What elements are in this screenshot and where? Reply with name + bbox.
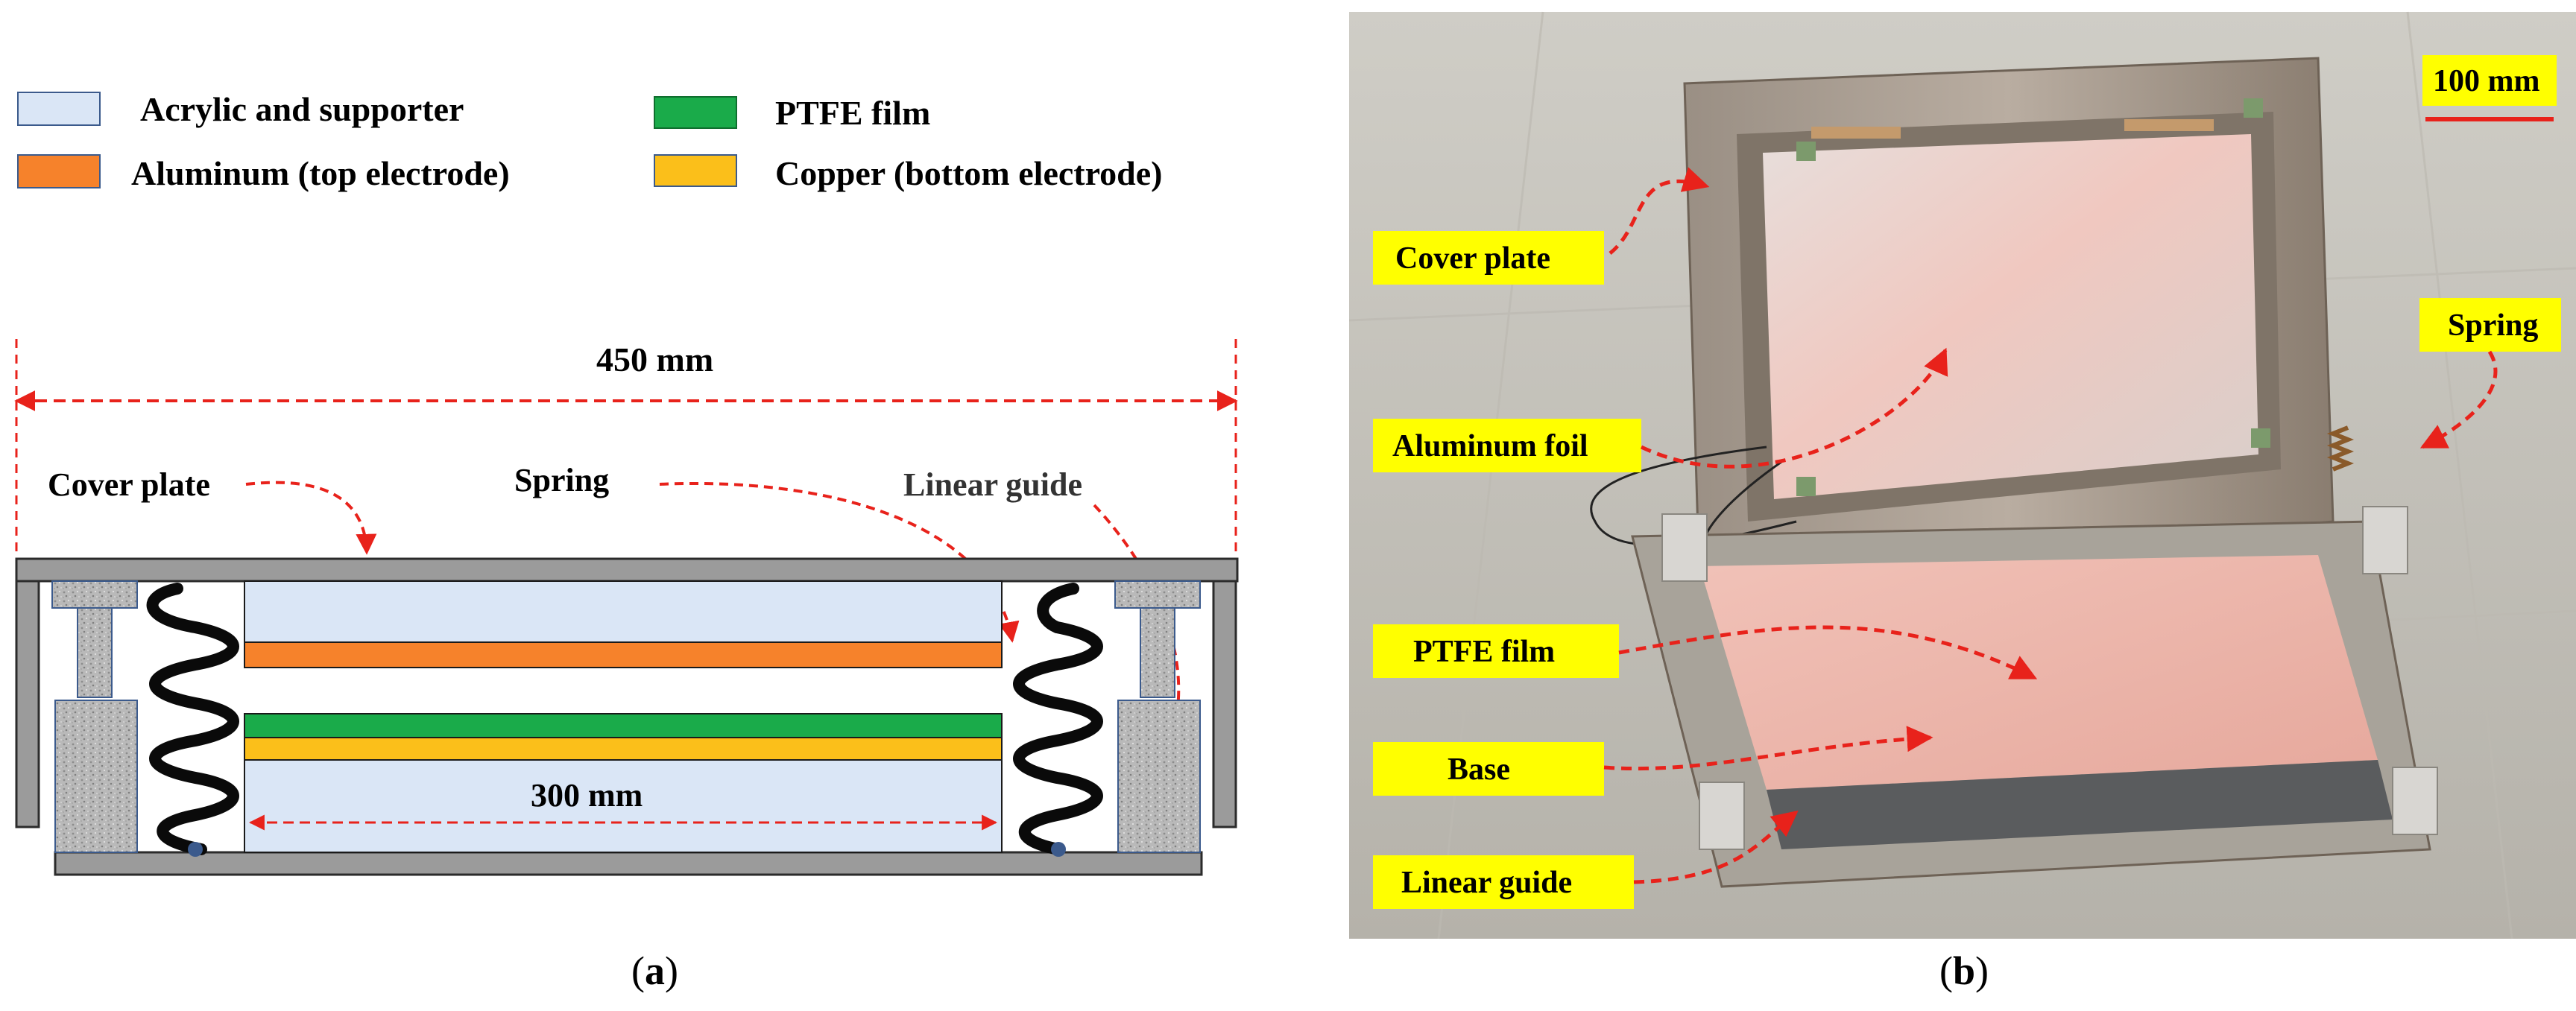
legend: Acrylic and supporter PTFE film Aluminum… xyxy=(17,90,1163,192)
arrow-ptfe-film-photo xyxy=(1618,625,2038,680)
svg-text:PTFE film: PTFE film xyxy=(1413,635,1555,669)
legend-swatch-acrylic xyxy=(17,92,101,126)
cover-leg-left xyxy=(15,580,40,828)
legend-swatch-aluminum xyxy=(17,154,101,188)
panel-a-schematic: Acrylic and supporter PTFE film Aluminum… xyxy=(14,90,1239,993)
cover-plate xyxy=(15,557,1239,583)
base-photo xyxy=(1631,425,2438,888)
caption-a: (a) xyxy=(631,948,678,993)
svg-text:Spring: Spring xyxy=(2448,308,2538,343)
panel-b-photo: 100 mm Cover plate Aluminum foil PTFE fi… xyxy=(1348,0,2576,1007)
arrow-linear-guide-photo xyxy=(1633,810,1799,884)
linear-guide-right xyxy=(1114,580,1201,853)
label-spring: Spring xyxy=(514,462,609,498)
scale-bar-label: 100 mm xyxy=(2433,64,2539,98)
dimension-overall-label: 450 mm xyxy=(596,340,713,378)
label-aluminum-foil-photo: Aluminum foil xyxy=(1373,419,1641,472)
spring-left xyxy=(146,583,239,855)
device-cross-section: 300 mm xyxy=(15,557,1239,876)
aluminum-foil-photo xyxy=(1763,134,2258,499)
svg-text:Base: Base xyxy=(1448,752,1510,787)
label-linear-guide: Linear guide xyxy=(903,466,1082,503)
ptfe-film xyxy=(244,713,1003,738)
ptfe-film-photo xyxy=(1699,555,2378,790)
label-cover-plate-photo: Cover plate xyxy=(1373,231,1604,285)
legend-label-aluminum: Aluminum (top electrode) xyxy=(131,154,510,192)
aluminum-electrode xyxy=(244,641,1003,668)
legend-swatch-copper xyxy=(654,154,737,187)
bottom-acrylic xyxy=(244,759,1003,853)
label-base-photo: Base xyxy=(1373,742,1604,796)
svg-text:Linear guide: Linear guide xyxy=(1401,866,1572,900)
label-spring-photo: Spring xyxy=(2419,298,2561,352)
arrow-spring-photo xyxy=(2419,350,2498,449)
label-linear-guide-photo: Linear guide xyxy=(1373,855,1634,909)
arrow-cover-plate xyxy=(245,481,377,555)
top-acrylic xyxy=(244,580,1003,643)
label-cover-plate: Cover plate xyxy=(48,466,210,503)
cover-leg-right xyxy=(1212,580,1237,828)
linear-guide-left xyxy=(51,580,138,853)
copper-electrode xyxy=(244,737,1003,761)
legend-swatch-ptfe xyxy=(654,96,737,129)
dimension-overall: 450 mm xyxy=(14,339,1238,551)
dimension-inner-label: 300 mm xyxy=(531,777,643,814)
arrow-linear-guide xyxy=(1093,504,1187,740)
spring-right xyxy=(1013,583,1103,855)
caption-b: (b) xyxy=(1939,948,1989,993)
arrow-base-photo xyxy=(1603,726,1933,771)
scale-bar-label-box xyxy=(2422,55,2557,106)
cover-plate-photo xyxy=(1683,57,2334,583)
svg-text:Aluminum foil: Aluminum foil xyxy=(1392,429,1588,463)
arrow-aluminum-foil-photo xyxy=(1640,347,1948,469)
legend-label-copper: Copper (bottom electrode) xyxy=(775,154,1163,192)
label-ptfe-film-photo: PTFE film xyxy=(1373,624,1619,678)
base-plate xyxy=(54,851,1203,876)
svg-text:Cover plate: Cover plate xyxy=(1395,241,1550,276)
arrow-cover-plate-photo xyxy=(1609,167,1710,255)
legend-label-acrylic: Acrylic and supporter xyxy=(140,90,464,128)
legend-label-ptfe: PTFE film xyxy=(775,94,930,132)
